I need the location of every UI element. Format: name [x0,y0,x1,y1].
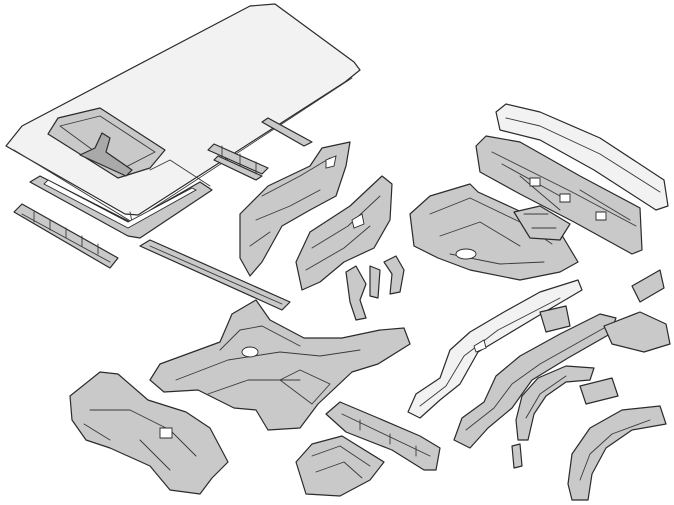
quarter-inner-left [239,141,351,277]
main-floor-pan [149,299,411,431]
spare-wheel-well [409,183,579,281]
floor-plate [513,205,571,241]
small-strip [511,443,523,469]
quarter-inner-right [295,175,393,291]
wheelhouse-inner [515,365,595,441]
roof-bows [207,117,313,181]
sill-reinforcement [325,401,441,471]
rail-brackets [539,269,671,353]
wheelhouse-outer [567,405,667,501]
roof-frame [29,159,213,239]
rear-frame-rail-right [453,313,617,449]
rear-panel [475,135,643,255]
rear-frame-rail-left [407,279,583,419]
roof-side-rail [139,239,291,311]
seat-crossmember [295,435,385,497]
brackets [345,255,405,321]
front-floor [69,371,229,495]
rear-bumper-reinforcement [495,103,669,211]
front-header-panel [13,203,119,269]
wheelhouse-patch [579,377,619,405]
roof-panel [5,3,361,223]
